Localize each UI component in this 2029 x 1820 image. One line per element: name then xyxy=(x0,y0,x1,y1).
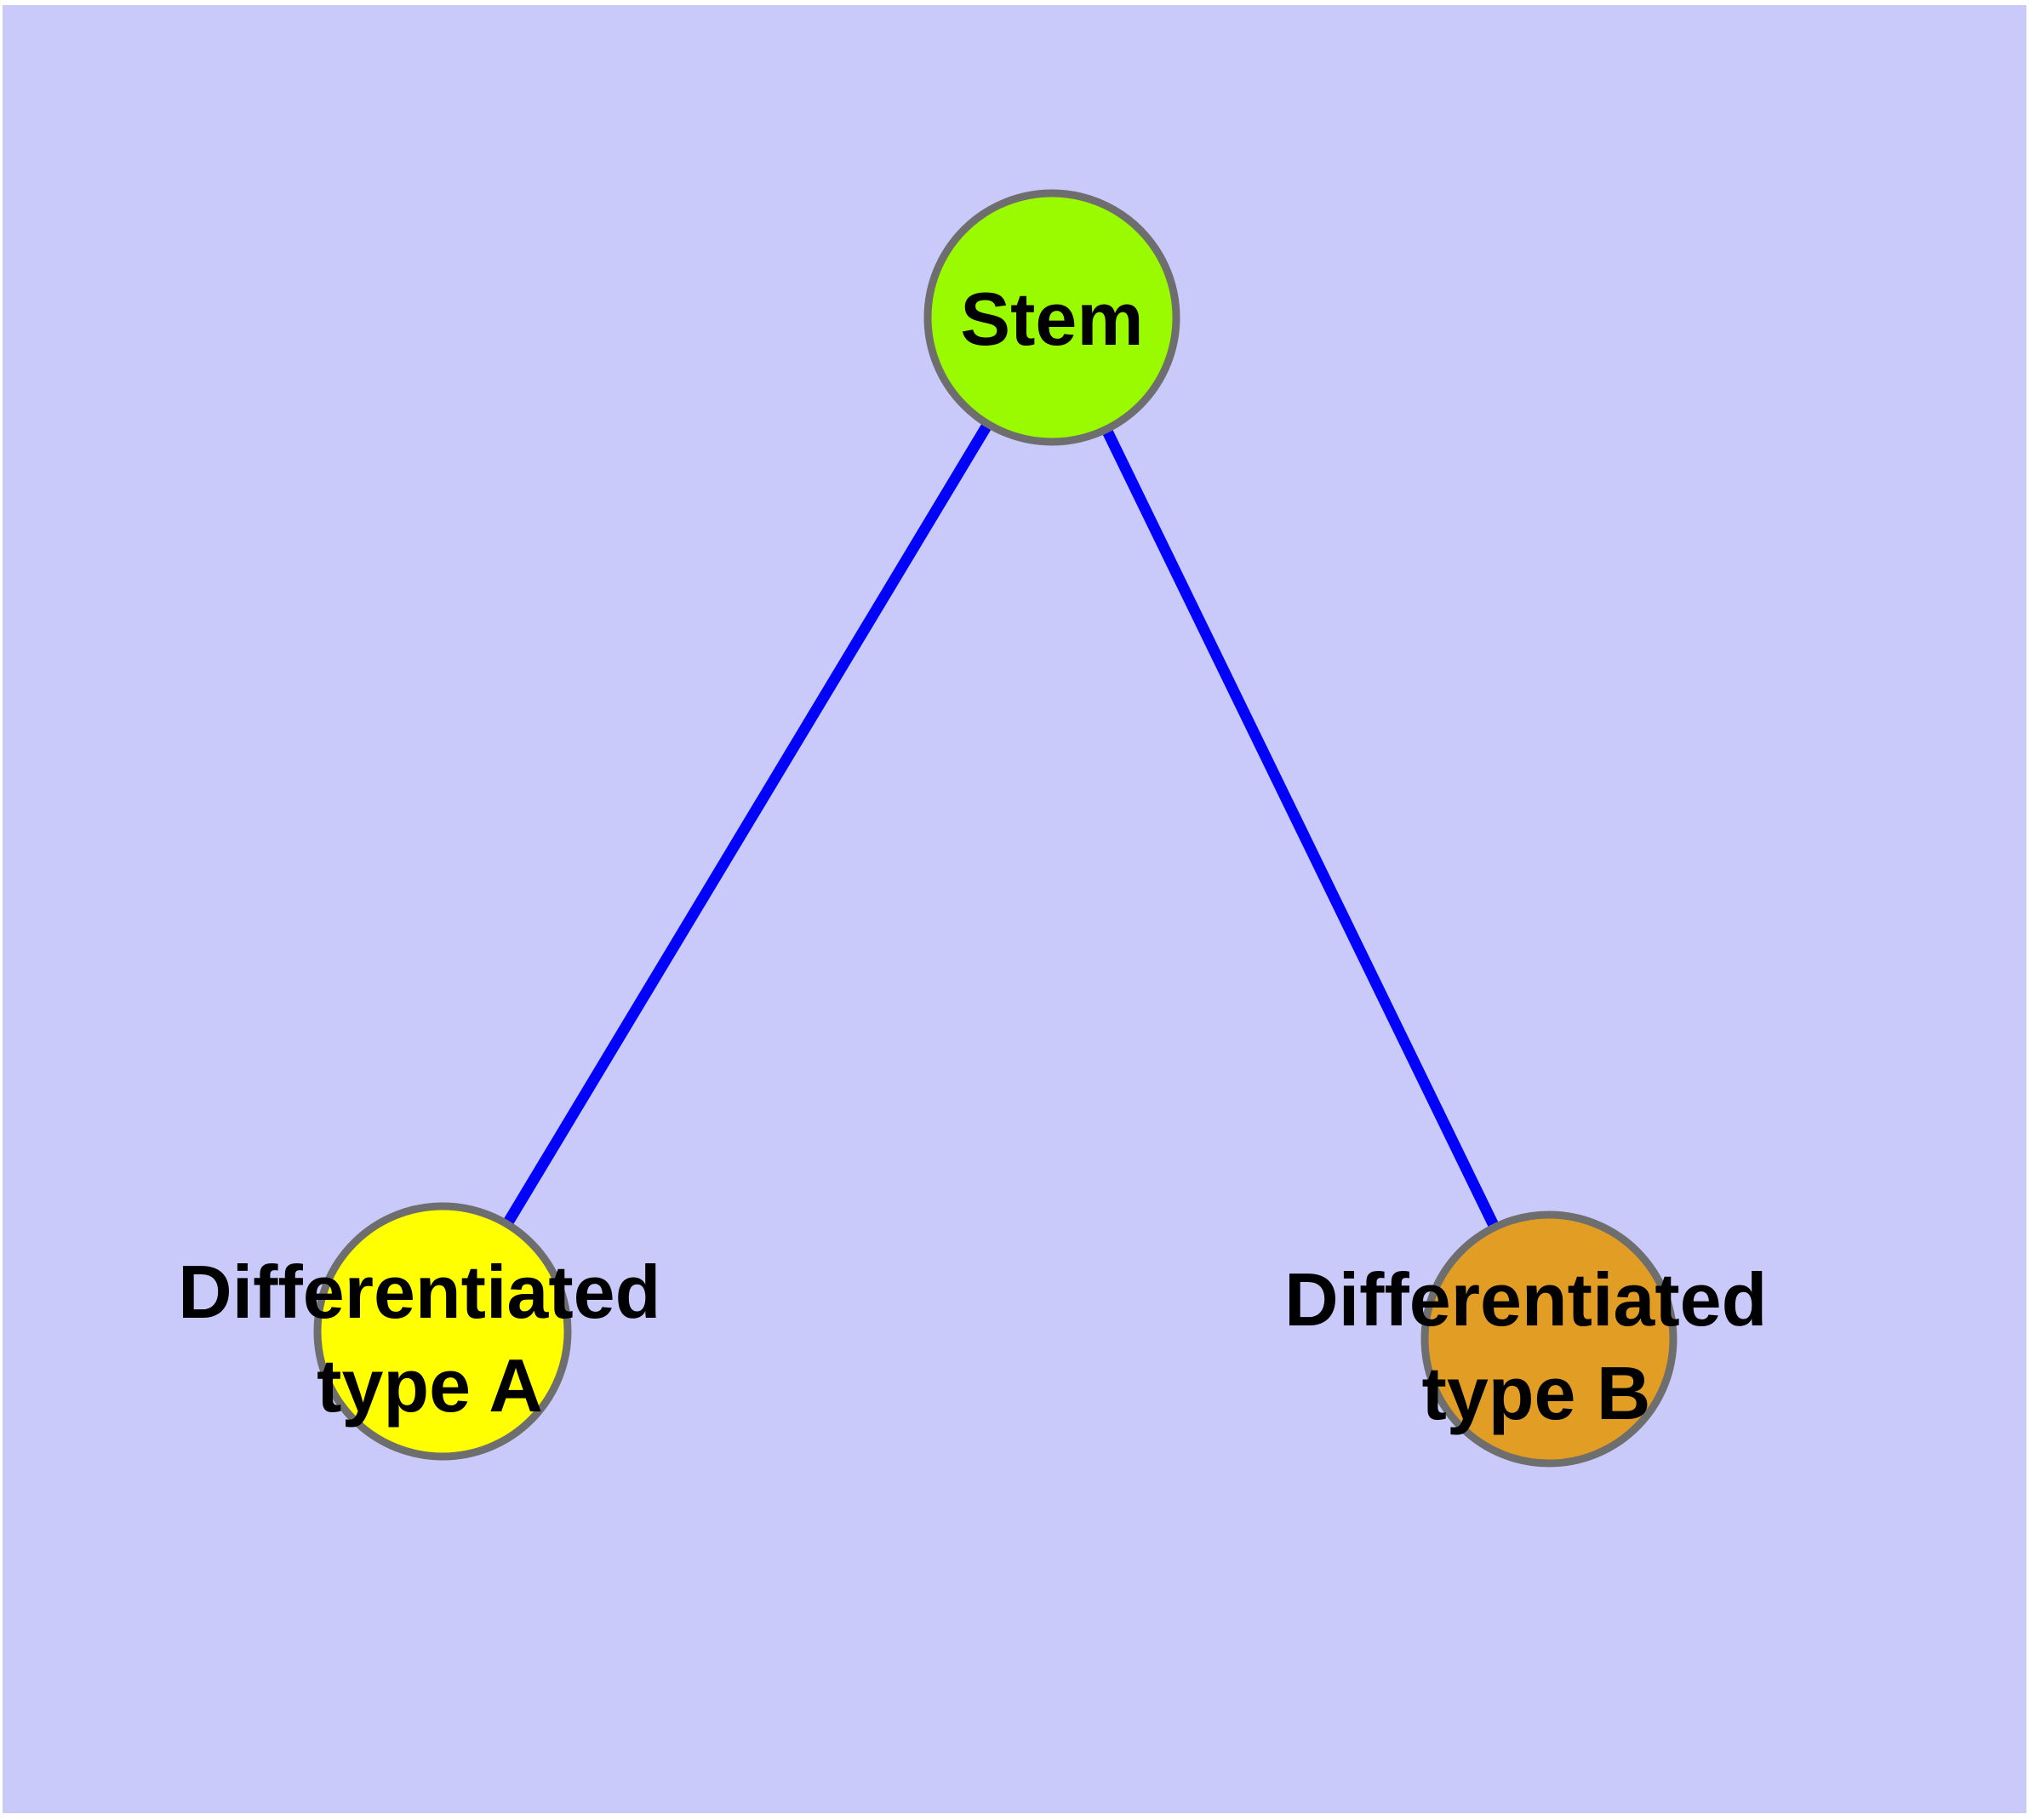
node-type-a-label: Differentiated type A xyxy=(178,1250,682,1428)
node-differentiated-type-b xyxy=(1420,1210,1677,1468)
node-type-a-label-line2: type A xyxy=(317,1343,543,1428)
edge-stem-to-type-b xyxy=(1047,315,1554,1342)
edge-stem-to-type-a xyxy=(437,314,1057,1335)
node-type-b-label-line2: type B xyxy=(1422,1351,1651,1435)
node-differentiated-type-a xyxy=(313,1202,572,1461)
node-type-b-label-line1: Differentiated xyxy=(1284,1257,1767,1342)
node-type-a-label-line1: Differentiated xyxy=(178,1250,660,1334)
node-stem-label: Stem xyxy=(960,277,1143,361)
node-type-b-label: Differentiated type B xyxy=(1284,1257,1788,1435)
node-stem xyxy=(923,189,1180,446)
